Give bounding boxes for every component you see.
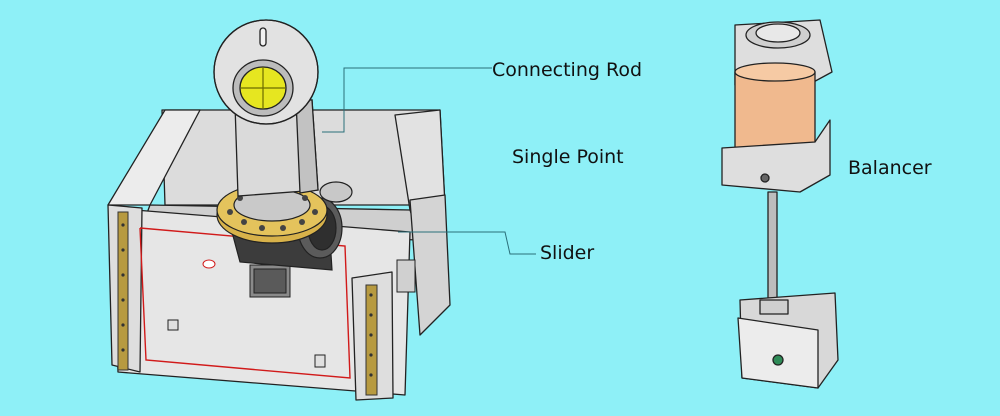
- single-point-flange: [216, 183, 328, 244]
- press-frame: [107, 109, 451, 401]
- connecting-rod: [213, 19, 319, 197]
- label-single-point: Single Point: [512, 146, 624, 168]
- leader-lines: [322, 67, 536, 255]
- balancer-assembly: [721, 19, 839, 389]
- hinge-strip-left: [117, 211, 129, 371]
- label-connecting-rod: Connecting Rod: [492, 59, 643, 81]
- leader-connecting-rod: [322, 67, 492, 133]
- leader-slider: [398, 231, 536, 255]
- label-slider: Slider: [540, 242, 595, 264]
- front-face-details: [167, 259, 416, 368]
- hinge-strip-right: [365, 284, 378, 396]
- label-balancer: Balancer: [848, 157, 932, 179]
